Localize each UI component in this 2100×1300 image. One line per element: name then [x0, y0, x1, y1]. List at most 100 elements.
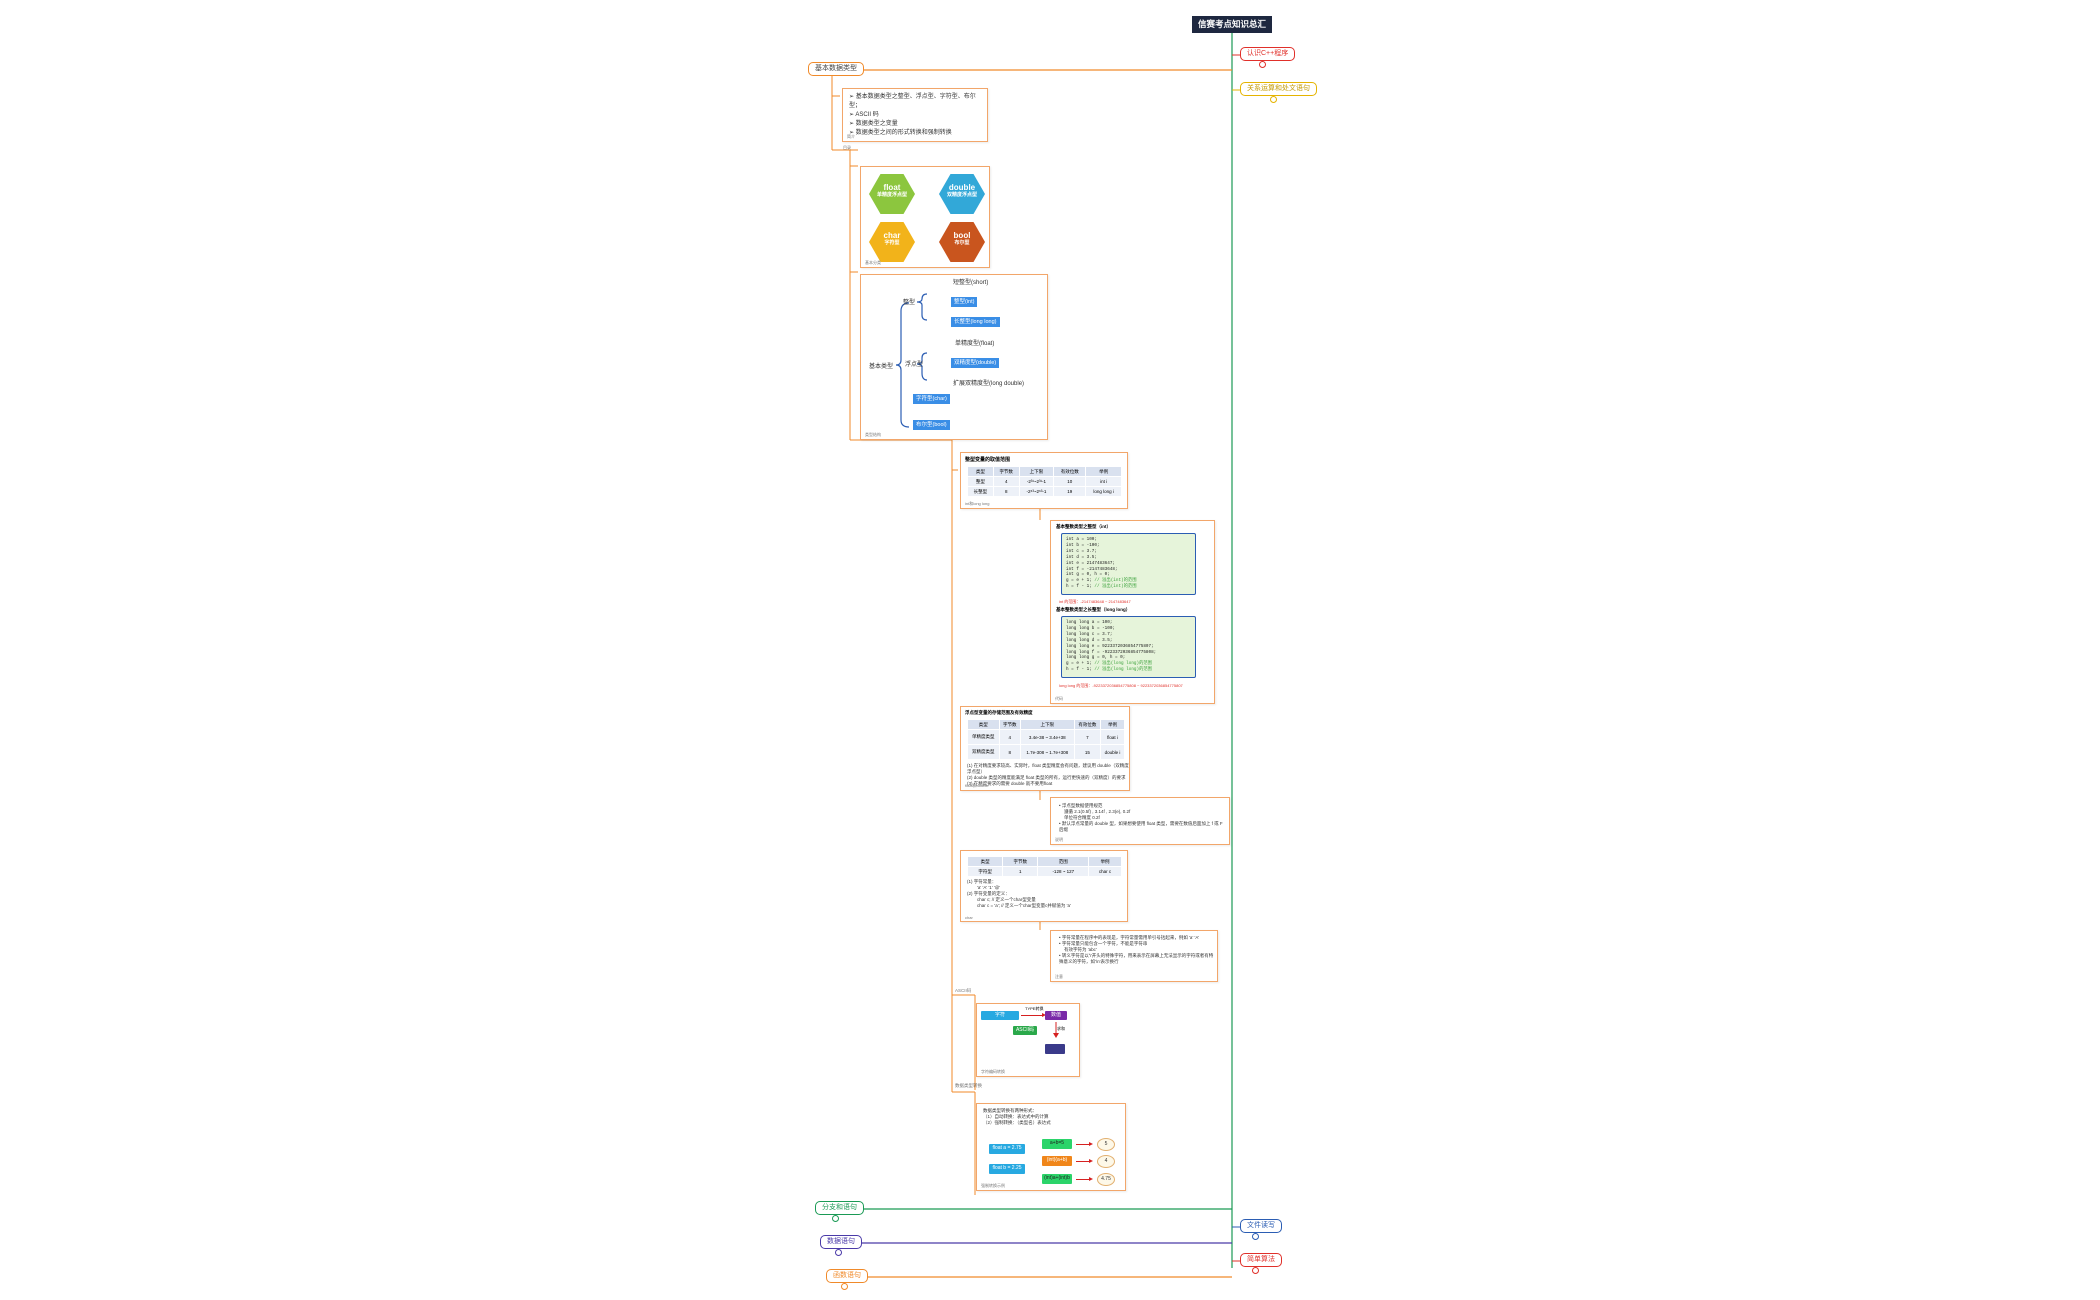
conversion-card[interactable]: 数据类型转换有两种形式： （1）自动转换：表达式中的计算 （2）强制转换：（类型…	[976, 1103, 1126, 1191]
branch-cpp-intro[interactable]: 认识C++程序	[1240, 47, 1296, 61]
summary-card[interactable]: ➢ 基本数据类型之整型、浮点型、字符型、布尔型； ➢ ASCII 码 ➢ 数据类…	[842, 88, 988, 142]
input-box: float b = 2.25	[989, 1164, 1025, 1174]
ascii-box: ASCII码	[1013, 1026, 1037, 1035]
result-box-icon	[1045, 1044, 1065, 1054]
ascii-caption: ASCII码	[955, 988, 972, 993]
code-comment: // 溢出(long long)的范围	[1091, 667, 1152, 673]
code-line: g = e + 1; // 溢出(int)的范围	[1066, 578, 1137, 584]
code-line: long long b = -100;	[1066, 625, 1115, 631]
branch-simple-algo[interactable]: 简单算法	[1240, 1253, 1282, 1267]
card-caption: int和long long	[965, 501, 990, 506]
expand-icon[interactable]	[835, 1249, 842, 1256]
char-note-card[interactable]: • 字符常量在程序中的表现是，字符常量需用单引号括起来，例如 'a' 'A' •…	[1050, 930, 1218, 982]
code-line: g = e + 1; // 溢出(long long)的范围	[1066, 661, 1152, 667]
arrow-icon	[1076, 1142, 1093, 1146]
code-line: long long f = -9223372036854775808;	[1066, 649, 1157, 655]
code-line: int g = 0, h = 0;	[1066, 572, 1110, 578]
code-lines: int a = 100;int b = -100;int c = 3.7;int…	[1066, 537, 1191, 590]
card-caption: 强制转换示例	[981, 1183, 1005, 1188]
sub-caption: 目录	[843, 145, 851, 150]
code-line: long long c = 3.7;	[1066, 631, 1113, 637]
expand-icon[interactable]	[841, 1283, 848, 1290]
branch-data-stmt[interactable]: 数据语句	[820, 1235, 862, 1249]
code-line: h = f - 1; // 溢出(int)的范围	[1066, 584, 1137, 590]
code-line: long long e = 9223372036854775807;	[1066, 643, 1154, 649]
code-comment: // 溢出(int)的范围	[1091, 578, 1137, 584]
result-value: 4	[1097, 1155, 1115, 1168]
code-line: int a = 100;	[1066, 537, 1097, 542]
int-item: 长整型(long long)	[951, 317, 1000, 327]
char-box: 字符	[981, 1011, 1019, 1020]
char-item: 字符型(char)	[913, 394, 950, 404]
input-box: float a = 2.75	[989, 1144, 1025, 1154]
float-item: 双精度型(double)	[951, 358, 1000, 368]
code-line: long long a = 100;	[1066, 620, 1113, 625]
code-line: h = f - 1; // 溢出(long long)的范围	[1066, 667, 1152, 673]
float-note-card[interactable]: • 浮点型数据使用规范 遵循 2.1(0.5f) , 3.14f , 2.3(e…	[1050, 797, 1230, 845]
branch-relation-ops[interactable]: 关系运算和处文语句	[1240, 82, 1317, 96]
float-item: 单精度型(float)	[955, 341, 995, 347]
op-box: (int)a+(int)b	[1042, 1174, 1072, 1184]
int-label: 整型	[903, 300, 916, 306]
table-title: 整型变量的取值范围	[965, 457, 1011, 463]
expand-icon[interactable]	[1259, 61, 1266, 68]
expand-icon[interactable]	[832, 1215, 839, 1222]
code-block-longlong: long long a = 100;long long b = -100;lon…	[1061, 616, 1196, 678]
card-caption: 字符编码转换	[981, 1069, 1005, 1074]
branch-basic-types[interactable]: 基本数据类型	[808, 62, 864, 76]
root-title[interactable]: 信赛考点知识总汇	[1192, 16, 1272, 33]
arrow-icon	[1076, 1177, 1093, 1181]
code-lines: long long a = 100;long long b = -100;lon…	[1066, 620, 1191, 673]
card-caption: 类型结构	[865, 432, 881, 437]
result-value: 5	[1097, 1138, 1115, 1151]
branch-function-stmt[interactable]: 函数语句	[826, 1269, 868, 1283]
code-line: int c = 3.7;	[1066, 548, 1097, 554]
op-box: a+b=5	[1042, 1139, 1072, 1149]
result-value: 4.75	[1097, 1173, 1115, 1186]
expand-icon[interactable]	[1252, 1233, 1259, 1240]
tree-brackets	[895, 293, 928, 428]
summary-item: ➢ ASCII 码	[849, 112, 879, 118]
int-item: 短整型(short)	[953, 280, 989, 286]
value-box: 数值	[1045, 1011, 1067, 1020]
card-caption: 基本分类	[865, 260, 881, 265]
branch-branch-stmt[interactable]: 分支和语句	[815, 1201, 864, 1215]
code-line: int d = 3.5;	[1066, 554, 1097, 560]
card-caption: float和double	[965, 783, 989, 788]
code-line: long long d = 3.5;	[1066, 637, 1113, 643]
expand-icon[interactable]	[1252, 1267, 1259, 1274]
branch-file-io[interactable]: 文件读写	[1240, 1219, 1282, 1233]
code-comment: // 溢出(int)的范围	[1091, 584, 1137, 590]
ascii-card[interactable]: 字符 TYPE转换 数值 ASCII码 求和 字符编码转换	[976, 1003, 1080, 1077]
card-caption: 代码	[1055, 696, 1063, 701]
expand-icon[interactable]	[1270, 96, 1277, 103]
arrow-icon	[1076, 1159, 1093, 1163]
tree-root-label: 基本类型	[869, 364, 894, 370]
code-line: int b = -100;	[1066, 542, 1100, 548]
bool-item: 布尔型(bool)	[913, 420, 950, 430]
code-line: int e = 2147483647;	[1066, 560, 1115, 566]
type-tree-card[interactable]: 基本类型 整型 短整型(short) 整型(int) 长整型(long long…	[860, 274, 1048, 440]
card-caption: char	[965, 915, 973, 920]
card-caption: 简介	[847, 134, 855, 139]
card-caption: 注意	[1055, 974, 1063, 979]
convert-caption: 数据类型转换	[955, 1083, 982, 1088]
code-card[interactable]: 基本整数类型之整型（int） int a = 100;int b = -100;…	[1050, 520, 1215, 704]
arrow-icon	[1021, 1013, 1046, 1017]
code-comment: // 溢出(long long)的范围	[1091, 661, 1152, 667]
float-item: 扩展双精度型(long double)	[953, 381, 1025, 387]
